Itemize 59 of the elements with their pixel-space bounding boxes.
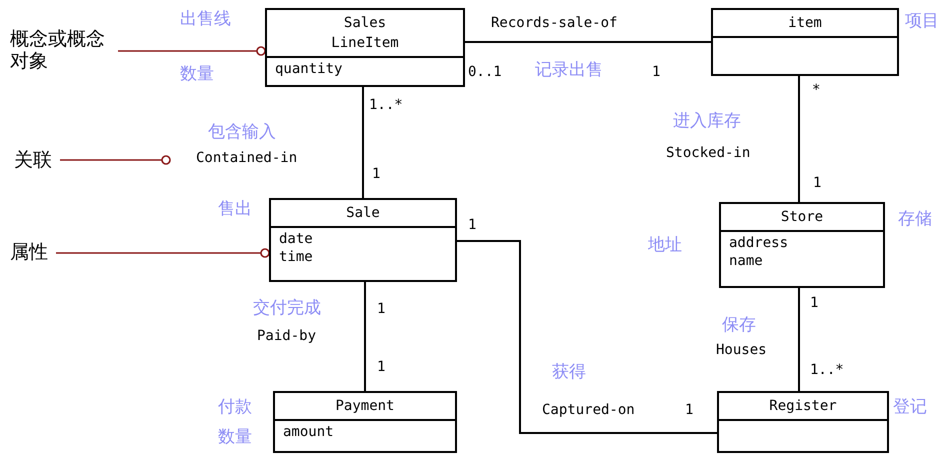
association-line [362, 87, 364, 198]
attribute: amount [283, 423, 335, 441]
annotation-text: 售出 [218, 198, 252, 220]
class-name: Payment [335, 397, 394, 416]
class-box [719, 202, 885, 288]
annotation-text: 存储 [898, 208, 932, 230]
leader-line [60, 155, 171, 165]
leader-line [118, 46, 266, 56]
annotation-text: 数量 [218, 426, 252, 448]
multiplicity-label: * [812, 82, 820, 98]
multiplicity-label: 1 [652, 64, 660, 80]
annotation-text: 数量 [180, 63, 214, 85]
class-box [269, 198, 457, 282]
annotation-text: 交付完成 [253, 297, 321, 319]
leader-line [56, 248, 270, 258]
annotation-text: 地址 [648, 234, 682, 256]
attribute: address [729, 234, 790, 252]
class-box [265, 8, 465, 87]
multiplicity-label: 1 [377, 301, 386, 317]
association-line [465, 41, 711, 43]
class-name: Store [780, 208, 824, 227]
association-line [798, 288, 800, 391]
attribute: quantity [275, 60, 344, 78]
multiplicity-label: 1 [468, 217, 476, 233]
annotation-text: 获得 [552, 361, 586, 383]
multiplicity-label: 0..1 [468, 64, 502, 80]
multiplicity-label: 1..* [369, 97, 403, 113]
annotation-text: 付款 [218, 396, 252, 418]
class-box [273, 391, 457, 453]
multiplicity-label: 1 [685, 402, 694, 418]
annotation-text: 包含输入 [208, 121, 276, 143]
annotation-text: 保存 [722, 314, 756, 336]
association-line [457, 240, 717, 434]
attribute: name [729, 252, 764, 270]
class-name: item [788, 14, 822, 33]
note-text: 概念或概念对象 [10, 28, 110, 72]
multiplicity-label: 1 [372, 166, 380, 182]
note-text: 属性 [10, 241, 48, 263]
attribute: date [279, 230, 314, 248]
association-line [798, 76, 800, 202]
class-name: Register [769, 397, 837, 416]
class-name: Sales LineItem [330, 14, 400, 53]
edge-label: Paid-by [256, 328, 318, 344]
association-line [364, 282, 366, 391]
class-box [717, 391, 889, 453]
class-name: Sale [346, 204, 380, 223]
multiplicity-label: 1 [377, 359, 386, 375]
annotation-text: 进入库存 [673, 110, 741, 132]
class-box [711, 8, 899, 76]
note-text: 关联 [14, 149, 52, 171]
annotation-text: 项目 [905, 10, 939, 32]
attribute: time [279, 248, 314, 266]
edge-label: Captured-on [541, 402, 636, 418]
multiplicity-label: 1..* [810, 362, 844, 378]
annotation-text: 记录出售 [535, 59, 603, 81]
annotation-text: 登记 [893, 396, 927, 418]
multiplicity-label: 1 [810, 295, 818, 311]
annotation-text: 出售线 [180, 8, 231, 30]
multiplicity-label: 1 [813, 175, 822, 191]
